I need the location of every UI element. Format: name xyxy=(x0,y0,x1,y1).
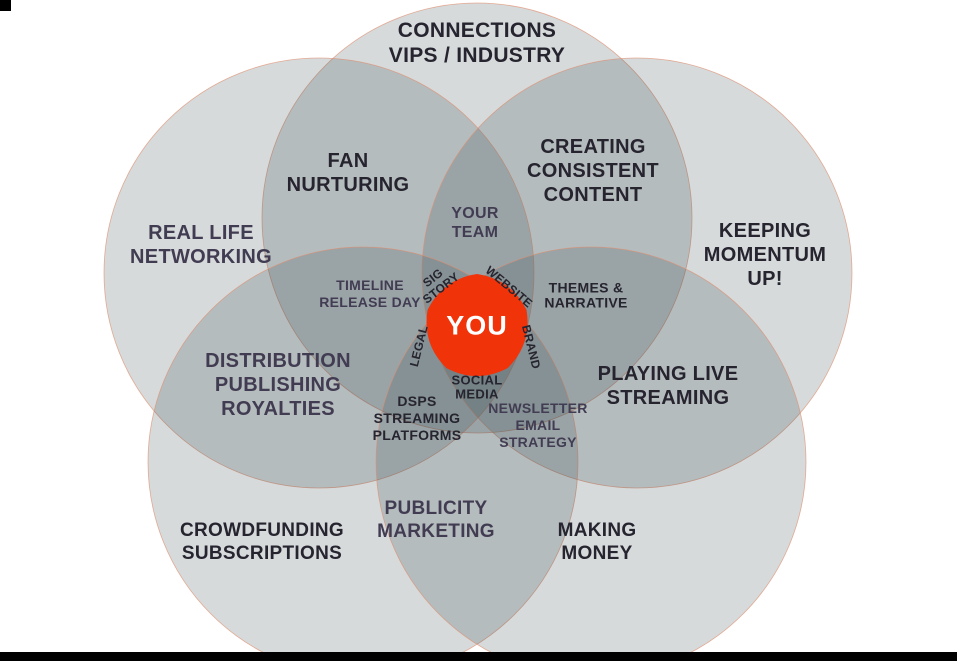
label-website: WEBSITE xyxy=(482,263,536,311)
label-newsletter-email-strategy: NEWSLETTER EMAIL STRATEGY xyxy=(488,399,588,450)
label-real-life-networking: REAL LIFE NETWORKING xyxy=(130,222,272,268)
label-connections: CONNECTIONS VIPS / INDUSTRY xyxy=(388,18,566,67)
label-creating-consistent-content: CREATING CONSISTENT CONTENT xyxy=(527,136,659,206)
label-legal: LEGAL xyxy=(406,323,431,369)
label-fan-nurturing: FAN NURTURING xyxy=(286,150,410,196)
label-social-media: SOCIAL MEDIA xyxy=(451,372,503,401)
label-publicity-marketing: PUBLICITY MARKETING xyxy=(377,498,495,542)
label-themes-narrative: THEMES & NARRATIVE xyxy=(544,279,628,310)
label-crowdfunding-subscriptions: CROWDFUNDING SUBSCRIPTIONS xyxy=(179,520,345,564)
label-sig-story: SIG STORY xyxy=(419,265,462,307)
label-keeping-momentum-up: KEEPING MOMENTUM UP! xyxy=(703,220,827,290)
circle-connections xyxy=(261,2,693,434)
label-brand: BRAND xyxy=(518,323,544,371)
label-your-team: YOUR TEAM xyxy=(451,204,499,241)
center-pentagon xyxy=(426,274,528,377)
bottom-bar xyxy=(0,652,957,661)
circle-momentum xyxy=(421,57,853,489)
corner-mark xyxy=(0,0,11,11)
label-making-money: MAKING MONEY xyxy=(557,520,637,564)
label-dsps-streaming-platforms: DSPS STREAMING PLATFORMS xyxy=(372,392,462,443)
label-timeline-release-day: TIMELINE RELEASE DAY xyxy=(319,277,421,310)
label-playing-live-streaming: PLAYING LIVE STREAMING xyxy=(597,363,739,409)
circle-real-life xyxy=(103,57,535,489)
label-distribution-publishing-royalties: DISTRIBUTION PUBLISHING ROYALTIES xyxy=(205,350,351,420)
center-you-label: YOU xyxy=(446,310,508,341)
